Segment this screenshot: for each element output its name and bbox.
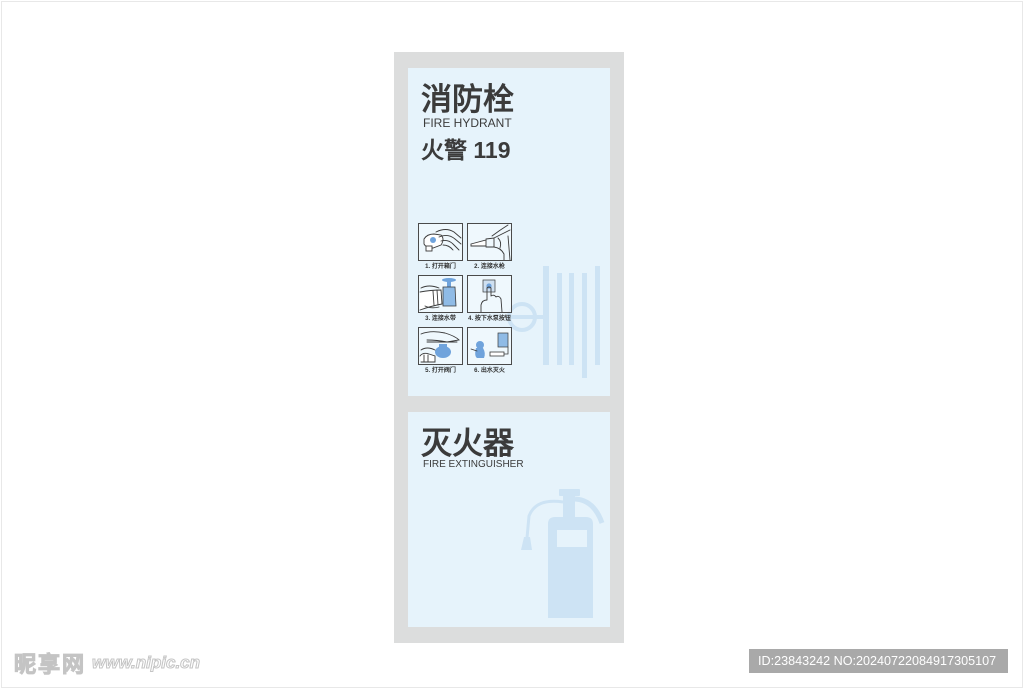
connect-nozzle-icon: [470, 224, 511, 260]
step-box: [467, 275, 512, 313]
step-box: [418, 223, 463, 261]
step-3: 3. 连接水带: [418, 275, 463, 322]
extinguisher-title-en: FIRE EXTINGUISHER: [423, 459, 524, 470]
step-6: 6. 出水灭火: [467, 327, 512, 374]
connect-hose-icon: [419, 278, 457, 311]
site-watermark: 昵享网 www.nipic.cn: [13, 650, 201, 678]
step-label: 4. 按下水泵按钮: [468, 316, 511, 322]
step-box: [418, 327, 463, 365]
press-pump-button-icon: [480, 279, 503, 312]
hose-reel-icon: [507, 266, 600, 378]
step-2: 2. 连接水枪: [467, 223, 512, 270]
step-label: 1. 打开箱门: [425, 264, 456, 270]
image-id-bar: ID:23843242 NO:20240722084917305107: [749, 649, 1008, 673]
step-4: 4. 按下水泵按钮: [467, 275, 512, 322]
spray-water-icon: [470, 332, 509, 358]
step-5: 5. 打开阀门: [418, 327, 463, 374]
watermark-url: www.nipic.cn: [92, 653, 201, 673]
step-label: 6. 出水灭火: [474, 368, 505, 374]
step-label: 3. 连接水带: [425, 316, 456, 322]
hydrant-title-cn: 消防栓: [421, 82, 514, 117]
extinguisher-panel: 灭火器 FIRE EXTINGUISHER: [408, 412, 610, 627]
fire-extinguisher-icon: [521, 489, 605, 618]
step-box: [418, 275, 463, 313]
fire-alarm-number: 火警 119: [421, 137, 511, 163]
hydrant-panel: 消防栓 FIRE HYDRANT 火警 119 1. 打开箱门: [408, 68, 610, 396]
open-valve-icon: [419, 331, 460, 363]
step-label: 5. 打开阀门: [425, 368, 456, 374]
open-cabinet-icon: [423, 229, 462, 252]
usage-steps-grid: 1. 打开箱门 2. 连接水枪: [418, 223, 514, 383]
step-box: [467, 223, 512, 261]
step-box: [467, 327, 512, 365]
step-label: 2. 连接水枪: [474, 264, 505, 270]
extinguisher-title-cn: 灭火器: [421, 426, 514, 461]
watermark-logo: 昵享网: [13, 652, 87, 678]
step-1: 1. 打开箱门: [418, 223, 463, 270]
hydrant-title-en: FIRE HYDRANT: [423, 116, 512, 130]
